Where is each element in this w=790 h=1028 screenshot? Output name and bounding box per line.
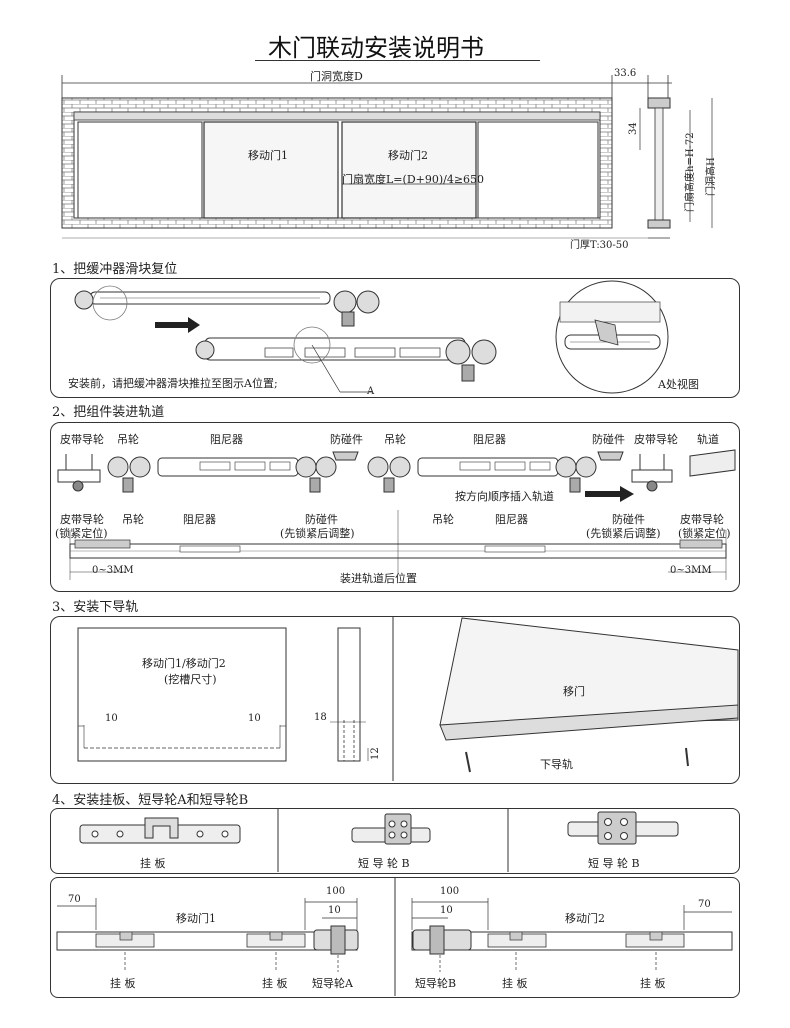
dim-10-left: 10 bbox=[105, 713, 118, 724]
gap-right: 0~3MM bbox=[670, 565, 712, 576]
left-dim-10: 10 bbox=[328, 905, 341, 916]
row2-damper-right: 阻尼器 bbox=[495, 513, 528, 526]
view-a-label: A处视图 bbox=[658, 378, 699, 391]
row1-belt-wheel-left: 皮带导轮 bbox=[60, 433, 104, 446]
left-label-hanging-plate-1: 挂 板 bbox=[110, 977, 136, 990]
row1-wheel-1: 吊轮 bbox=[117, 433, 139, 446]
dim-10-right: 10 bbox=[248, 713, 261, 724]
part-label-short-wheel-b-2: 短 导 轮 B bbox=[588, 857, 640, 870]
dim-34: 34 bbox=[628, 122, 639, 135]
right-label-short-wheel-b: 短导轮B bbox=[415, 977, 457, 990]
dim-12: 12 bbox=[370, 747, 381, 760]
right-door-label: 移动门2 bbox=[565, 912, 605, 925]
section2-panel bbox=[50, 422, 740, 592]
groove-door-label: 移动门1/移动门2 bbox=[142, 657, 226, 670]
dim-18: 18 bbox=[314, 712, 327, 723]
left-door-label: 移动门1 bbox=[176, 912, 216, 925]
left-label-short-wheel-a: 短导轮A bbox=[312, 977, 353, 990]
part-label-hanging-plate: 挂 板 bbox=[140, 857, 166, 870]
row2-belt-left-sub: (锁紧定位) bbox=[55, 527, 108, 540]
left-label-hanging-plate-2: 挂 板 bbox=[262, 977, 288, 990]
door-thickness-label: 门厚T:30-50 bbox=[570, 240, 629, 251]
row1-damper-1: 阻尼器 bbox=[210, 433, 243, 446]
row2-bumper-left: 防碰件 bbox=[305, 513, 338, 526]
section2-heading: 2、把组件装进轨道 bbox=[52, 405, 165, 420]
insert-order-note: 按方向顺序插入轨道 bbox=[455, 490, 554, 503]
right-label-hanging-plate-1: 挂 板 bbox=[502, 977, 528, 990]
right-dim-100: 100 bbox=[440, 886, 460, 897]
section4-heading: 4、安装挂板、短导轮A和短导轮B bbox=[52, 793, 249, 808]
row1-bumper-2: 防碰件 bbox=[592, 433, 625, 446]
door2-label: 移动门2 bbox=[388, 149, 428, 162]
section3-panel bbox=[50, 616, 740, 784]
sliding-door-label: 移门 bbox=[563, 685, 585, 698]
section3-heading: 3、安装下导轨 bbox=[52, 600, 139, 615]
row1-belt-wheel-right: 皮带导轮 bbox=[634, 433, 678, 446]
dim-33-6: 33.6 bbox=[614, 68, 637, 79]
row2-wheel-left: 吊轮 bbox=[122, 513, 144, 526]
door-overview-drawing bbox=[61, 75, 713, 239]
right-dim-10: 10 bbox=[440, 905, 453, 916]
row2-wheel-right: 吊轮 bbox=[432, 513, 454, 526]
right-dim-70: 70 bbox=[698, 899, 711, 910]
leaf-height-label: 门扇高度h=H-72 bbox=[685, 132, 696, 212]
page-title: 木门联动安装说明书 bbox=[268, 34, 484, 62]
row2-bumper-right-sub: (先锁紧后调整) bbox=[586, 527, 661, 540]
row1-damper-2: 阻尼器 bbox=[473, 433, 506, 446]
section1-heading: 1、把缓冲器滑块复位 bbox=[52, 262, 178, 277]
door1-label: 移动门1 bbox=[248, 149, 288, 162]
installed-position-note: 装进轨道后位置 bbox=[340, 572, 417, 585]
row1-wheel-2: 吊轮 bbox=[384, 433, 406, 446]
part-label-short-wheel-b-1: 短 导 轮 B bbox=[358, 857, 410, 870]
right-label-hanging-plate-2: 挂 板 bbox=[640, 977, 666, 990]
gap-left: 0~3MM bbox=[92, 565, 134, 576]
row2-damper-left: 阻尼器 bbox=[183, 513, 216, 526]
left-dim-100: 100 bbox=[326, 886, 346, 897]
row1-bumper-1: 防碰件 bbox=[330, 433, 363, 446]
left-dim-70: 70 bbox=[68, 894, 81, 905]
opening-height-label: 门洞高H bbox=[706, 157, 717, 196]
row2-bumper-right: 防碰件 bbox=[612, 513, 645, 526]
row2-belt-right: 皮带导轮 bbox=[680, 513, 724, 526]
groove-door-sub: (挖槽尺寸) bbox=[164, 673, 217, 686]
row2-belt-left: 皮带导轮 bbox=[60, 513, 104, 526]
row2-bumper-left-sub: (先锁紧后调整) bbox=[280, 527, 355, 540]
opening-width-label: 门洞宽度D bbox=[310, 70, 363, 83]
row1-rail: 轨道 bbox=[697, 433, 719, 446]
leaf-width-formula: 门扇宽度L=(D+90)/4≥650 bbox=[342, 173, 485, 186]
bottom-rail-label: 下导轨 bbox=[540, 758, 573, 771]
row2-belt-right-sub: (锁紧定位) bbox=[678, 527, 731, 540]
title-underline bbox=[255, 60, 540, 61]
section1-note: 安装前，请把缓冲器滑块推拉至图示A位置; bbox=[68, 377, 278, 390]
marker-a: A bbox=[367, 386, 375, 397]
section4-door-panel bbox=[50, 877, 740, 998]
